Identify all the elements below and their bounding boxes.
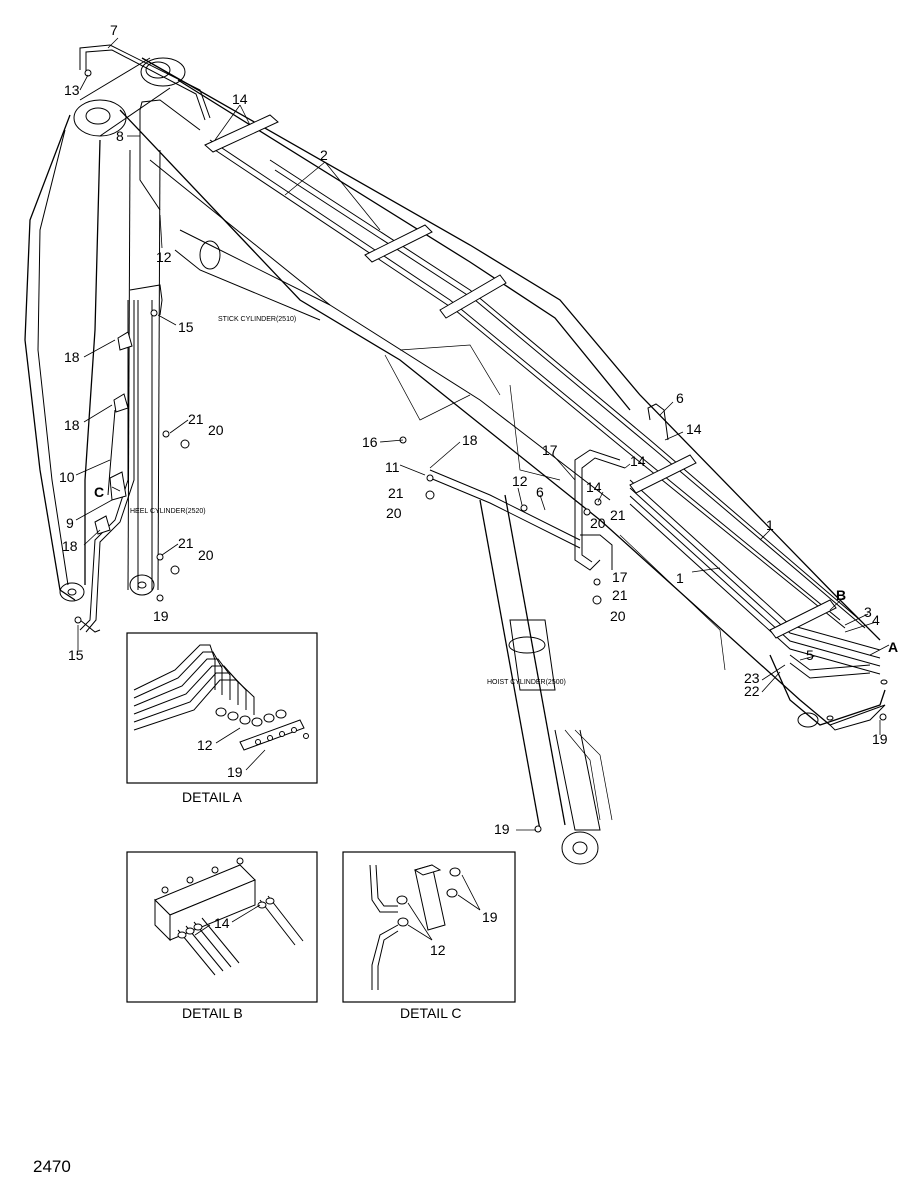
callout-1: 1 — [676, 570, 684, 586]
callout-19: 19 — [872, 731, 888, 747]
callouts: 7 13 14 8 2 12 15 18 18 21 20 10 C 9 18 … — [59, 22, 898, 837]
callout-21: 21 — [388, 485, 404, 501]
callout-21: 21 — [178, 535, 194, 551]
stick-cylinder — [174, 229, 331, 321]
callout-23: 23 — [744, 670, 760, 686]
callout-20: 20 — [208, 422, 224, 438]
callout-21: 21 — [188, 411, 204, 427]
page-number: 2470 — [33, 1157, 71, 1176]
callout-18: 18 — [62, 538, 78, 554]
callout-17: 17 — [612, 569, 628, 585]
hoses — [79, 44, 881, 679]
heel-cylinder — [127, 149, 161, 596]
callout-20: 20 — [198, 547, 214, 563]
callout-2: 2 — [320, 147, 328, 163]
stick-cylinder-label: STICK CYLINDER(2510) — [218, 316, 296, 323]
callout-4: 4 — [872, 612, 880, 628]
callout-20: 20 — [610, 608, 626, 624]
detail-b-callout-14: 14 — [214, 915, 230, 931]
detail-b: 14 — [126, 851, 318, 1003]
callout-14: 14 — [686, 421, 702, 437]
callout-11: 11 — [385, 459, 400, 475]
hoist-cylinder-label: HOIST CYLINDER(2500) — [487, 679, 566, 686]
callout-6: 6 — [536, 484, 544, 500]
callout-15: 15 — [68, 647, 84, 663]
callout-18: 18 — [64, 417, 80, 433]
detail-a: 12 19 — [126, 632, 318, 784]
callout-19: 19 — [494, 821, 510, 837]
callout-10: 10 — [59, 469, 75, 485]
boom-structure — [73, 57, 888, 731]
callout-18: 18 — [462, 432, 478, 448]
detail-c-caption: DETAIL C — [400, 1005, 461, 1021]
callout-16: 16 — [362, 434, 378, 450]
callout-20: 20 — [386, 505, 402, 521]
callout-12: 12 — [156, 249, 172, 265]
callout-20: 20 — [590, 515, 606, 531]
detail-a-hoses — [133, 644, 255, 731]
callout-22: 22 — [744, 683, 760, 699]
callout-7: 7 — [110, 22, 118, 38]
leader-lines — [75, 37, 890, 831]
callout-C: C — [94, 484, 104, 500]
callout-B: B — [836, 587, 846, 603]
callout-A: A — [888, 639, 898, 655]
callout-5: 5 — [806, 647, 814, 663]
callout-19: 19 — [153, 608, 169, 624]
hoist-cylinder — [479, 494, 613, 865]
callout-21: 21 — [612, 587, 628, 603]
callout-13: 13 — [64, 82, 80, 98]
heel-cylinder-label: HEEL CYLINDER(2520) — [130, 508, 206, 515]
detail-a-callout-19: 19 — [227, 764, 243, 780]
detail-b-caption: DETAIL B — [182, 1005, 243, 1021]
callout-15: 15 — [178, 319, 194, 335]
detail-c: 19 12 — [342, 851, 516, 1003]
callout-14: 14 — [630, 453, 646, 469]
callout-1: 1 — [766, 517, 774, 533]
callout-21: 21 — [610, 507, 626, 523]
detail-c-callout-12: 12 — [430, 942, 446, 958]
callout-17: 17 — [542, 442, 558, 458]
callout-3: 3 — [864, 604, 872, 620]
callout-9: 9 — [66, 515, 74, 531]
callout-14: 14 — [586, 479, 602, 495]
detail-a-caption: DETAIL A — [182, 789, 243, 805]
callout-8: 8 — [116, 128, 124, 144]
callout-18: 18 — [64, 349, 80, 365]
callout-6: 6 — [676, 390, 684, 406]
callout-14: 14 — [232, 91, 248, 107]
detail-a-callout-12: 12 — [197, 737, 213, 753]
stick-arm — [24, 114, 101, 602]
detail-c-callout-19: 19 — [482, 909, 498, 925]
detail-a-fittings — [215, 707, 309, 751]
callout-12: 12 — [512, 473, 528, 489]
fasteners — [74, 69, 887, 833]
clamp-blocks — [94, 114, 837, 639]
